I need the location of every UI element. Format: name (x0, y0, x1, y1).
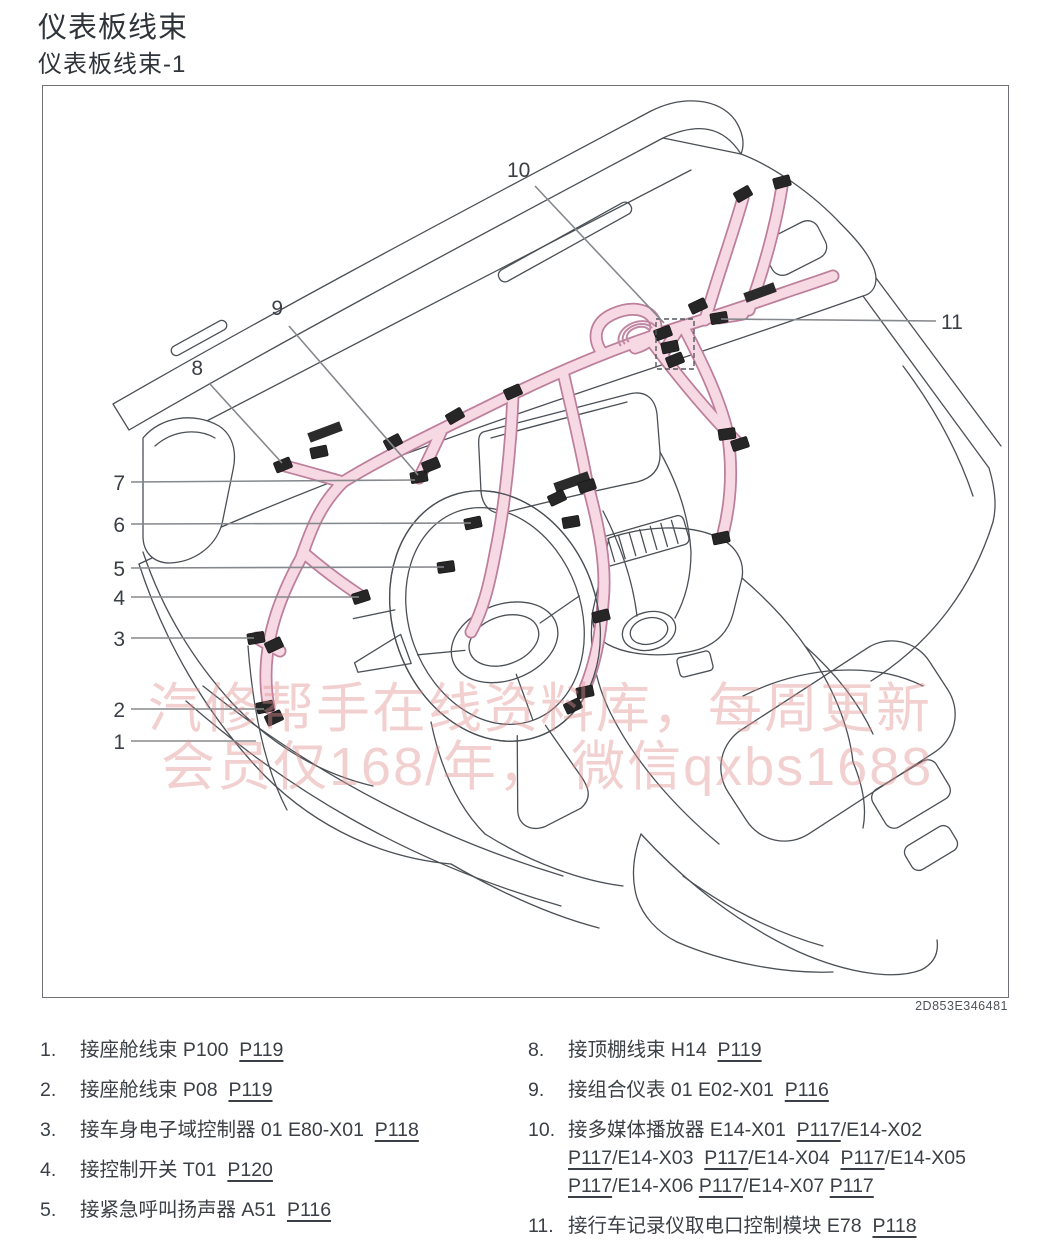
callout-number: 1 (113, 731, 125, 754)
legend-item-text: 接车身电子域控制器 01 E80-X01 P118 (80, 1119, 419, 1141)
page-link[interactable]: P119 (239, 1039, 284, 1061)
callout-number: 6 (113, 514, 125, 537)
callout-number: 11 (941, 311, 963, 334)
leader-line (130, 479, 416, 483)
page-link[interactable]: P117 (829, 1175, 874, 1197)
page-link[interactable]: P117 (796, 1119, 841, 1141)
legend-item: 2. 接座舱线束 P08 P119 (40, 1076, 512, 1104)
leader-line (288, 325, 419, 476)
page-link[interactable]: P117 (840, 1147, 885, 1169)
wiring-harness (257, 186, 833, 708)
legend-item: 9. 接组合仪表 01 E02-X01 P116 (528, 1076, 1010, 1104)
callout-number: 4 (113, 587, 125, 610)
page-title: 仪表板线束 (38, 12, 189, 44)
legend-item: 10. 接多媒体播放器 E14-X01 P117/E14-X02 P117/E14… (528, 1116, 1010, 1200)
legend-left-column: 1. 接座舱线束 P100 P119 2. 接座舱线束 P08 P119 3. 接车身电子… (40, 1036, 512, 1236)
steering-wheel-overlay (388, 490, 602, 742)
harness-connectors (246, 174, 792, 727)
legend-item: 4. 接控制开关 T01 P120 (40, 1156, 512, 1184)
legend-item: 11. 接行车记录仪取电口控制模块 E78 P118 (528, 1212, 1010, 1240)
legend-item-number: 10. (528, 1119, 556, 1141)
legend-item-text: 接紧急呼叫扬声器 A51 P116 (80, 1199, 332, 1221)
legend-right-column: 8. 接顶棚线束 H14 P119 9. 接组合仪表 01 E02-X01 P116 1… (528, 1036, 1010, 1252)
page-link[interactable]: P117 (568, 1175, 613, 1197)
legend-item: 1. 接座舱线束 P100 P119 (40, 1036, 512, 1064)
legend-item-number: 2. (40, 1079, 57, 1101)
page-link[interactable]: P118 (374, 1119, 419, 1141)
leader-line (534, 185, 665, 324)
legend-item: 5. 接紧急呼叫扬声器 A51 P116 (40, 1196, 512, 1224)
legend-item-text: 接座舱线束 P08 P119 (80, 1079, 273, 1101)
callout-number: 7 (113, 472, 125, 495)
callout-number: 3 (113, 628, 125, 651)
legend-item-text: 接顶棚线束 H14 P119 (568, 1039, 762, 1061)
legend-item-text: 接组合仪表 01 E02-X01 P116 (568, 1079, 829, 1101)
callout-number: 10 (507, 159, 530, 182)
page-link[interactable]: P118 (872, 1215, 917, 1237)
legend-item: 3. 接车身电子域控制器 01 E80-X01 P118 (40, 1116, 512, 1144)
harness-diagram: 1 2 3 4 5 6 7 8 9 10 11 (112, 100, 1002, 976)
legend-item-number: 11. (528, 1215, 554, 1237)
legend-item-number: 9. (528, 1079, 545, 1101)
legend-item-number: 4. (40, 1159, 57, 1181)
legend-item-text: 接控制开关 T01 P120 (80, 1159, 273, 1181)
legend-item-number: 5. (40, 1199, 57, 1221)
page-link[interactable]: P120 (227, 1159, 273, 1181)
page-link[interactable]: P116 (784, 1079, 829, 1101)
callout-number: 9 (271, 297, 283, 320)
legend-item: 8. 接顶棚线束 H14 P119 (528, 1036, 1010, 1064)
detail-dashed-box (655, 318, 695, 370)
leader-line (130, 522, 472, 525)
page-link[interactable]: P116 (286, 1199, 332, 1221)
leader-line (720, 318, 937, 322)
callouts: 1 2 3 4 5 6 7 8 9 10 11 (113, 159, 963, 754)
callout-number: 2 (113, 699, 125, 722)
leader-line (130, 566, 445, 569)
page-link[interactable]: P119 (717, 1039, 762, 1061)
page-link[interactable]: P119 (228, 1079, 273, 1101)
legend-item-text: 接行车记录仪取电口控制模块 E78 P118 (568, 1215, 917, 1237)
legend-item-number: 1. (40, 1039, 57, 1061)
legend-item-number: 8. (528, 1039, 545, 1061)
legend-item-text: 接座舱线束 P100 P119 (80, 1039, 284, 1061)
figure-code: 2D853E346481 (915, 999, 1008, 1013)
legend-item-text: 接多媒体播放器 E14-X01 P117/E14-X02 P117/E14-X0… (568, 1119, 972, 1197)
callout-number: 8 (191, 357, 203, 380)
page-link[interactable]: P117 (704, 1147, 749, 1169)
legend-item-number: 3. (40, 1119, 57, 1141)
dashboard-line-art (112, 100, 1002, 976)
page-link[interactable]: P117 (698, 1175, 743, 1197)
callout-number: 5 (113, 558, 125, 581)
page-subtitle: 仪表板线束-1 (38, 51, 187, 78)
page-link[interactable]: P117 (568, 1147, 613, 1169)
leader-line (208, 382, 283, 464)
